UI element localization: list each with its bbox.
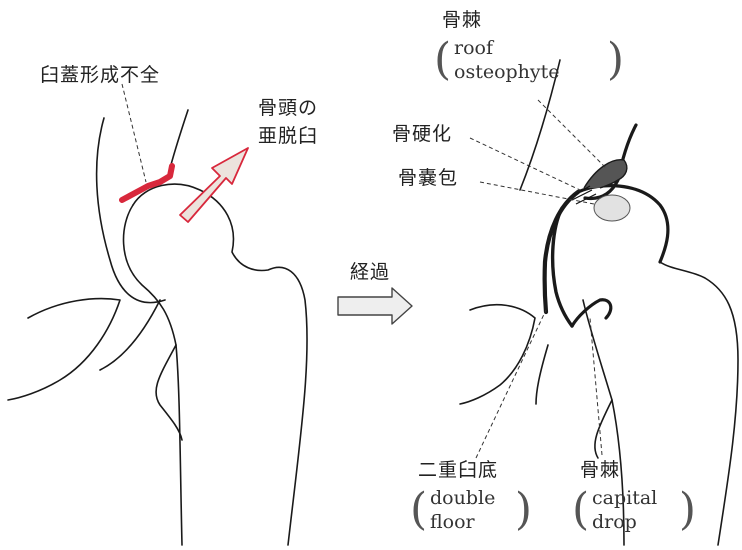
- open-paren: (: [572, 488, 589, 532]
- roof-osteophyte-title: 骨棘: [442, 8, 482, 32]
- capital-sub-line2: drop: [578, 510, 690, 534]
- right-lesser-trochanter: [595, 400, 612, 458]
- subluxation-arrow: [180, 148, 248, 222]
- left-pelvis-lower: [8, 299, 120, 400]
- roof-leader: [538, 100, 606, 168]
- close-paren: ): [679, 488, 696, 532]
- bone-cyst: [594, 195, 630, 221]
- progress-arrow: [338, 288, 412, 324]
- right-double-floor: [553, 208, 572, 326]
- close-paren: ): [607, 38, 624, 82]
- open-paren: (: [434, 38, 451, 82]
- subluxation-label-line2: 亜脱臼: [258, 124, 318, 148]
- left-ischium: [100, 300, 160, 370]
- progress-label: 経過: [350, 260, 390, 284]
- right-leaders: [470, 100, 606, 458]
- close-paren: ): [515, 488, 532, 532]
- dysplasia-leader: [122, 84, 146, 182]
- double-sub-line2: floor: [416, 510, 526, 534]
- left-femur-outline: [133, 184, 307, 545]
- left-hip-drawing: [8, 110, 307, 545]
- capital-drop-sub: ( capital drop ): [578, 486, 690, 546]
- roof-osteophyte-sub: ( roof osteophyte ): [440, 36, 618, 102]
- right-ischium: [536, 345, 548, 404]
- right-pelvis-lower: [460, 305, 535, 404]
- sclerosis-leader: [470, 138, 580, 190]
- double-sub-line1: double: [416, 486, 526, 510]
- open-paren: (: [410, 488, 427, 532]
- capital-drop-title: 骨棘: [580, 458, 620, 482]
- double-floor-sub: ( double floor ): [416, 486, 526, 546]
- left-femur-neck-lower: [123, 205, 182, 545]
- roof-osteophyte: [584, 160, 627, 188]
- roof-sub-line1: roof: [440, 36, 618, 60]
- dysplasia-highlight: [122, 166, 172, 200]
- roof-sub-line2: osteophyte: [440, 60, 618, 84]
- dysplasia-label: 臼蓋形成不全: [40, 63, 160, 87]
- double-floor-leader: [476, 310, 546, 458]
- cyst-label: 骨嚢包: [398, 166, 458, 190]
- right-capital-drop: [572, 300, 611, 326]
- capital-sub-line1: capital: [578, 486, 690, 510]
- double-floor-title: 二重臼底: [418, 458, 498, 482]
- sclerosis-label: 骨硬化: [392, 122, 452, 146]
- subluxation-label-line1: 骨頭の: [258, 96, 318, 120]
